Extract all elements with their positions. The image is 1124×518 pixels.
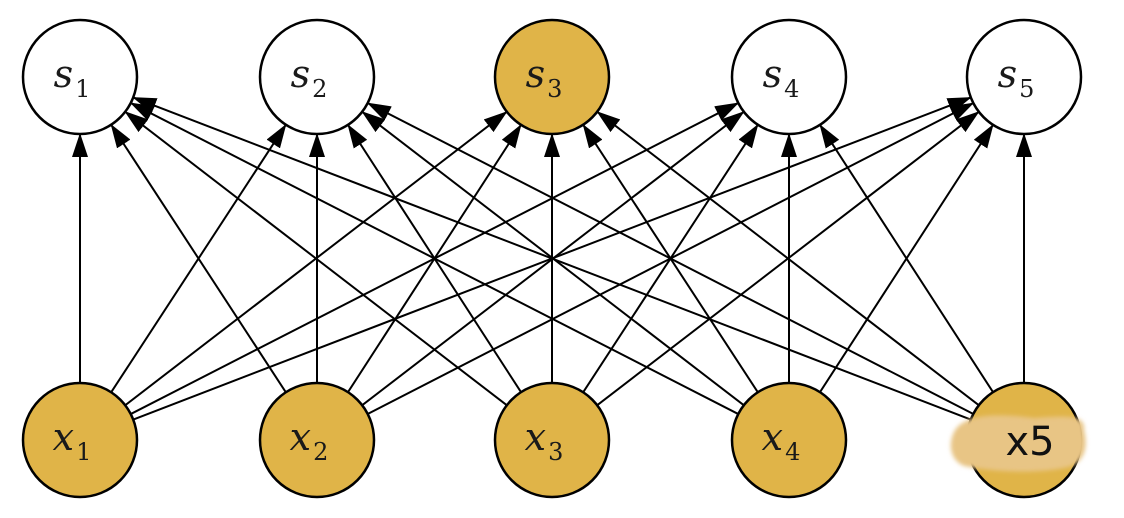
edge-x5-to-s3 (596, 111, 982, 408)
edges-layer (72, 96, 1032, 422)
edge-x1-to-s3 (122, 111, 508, 408)
edge-x2-to-s1 (110, 123, 288, 395)
edge-x3-to-s1 (124, 111, 510, 408)
node-circle-x4 (730, 381, 848, 499)
node-s3: s3 (493, 18, 611, 136)
node-x1: x1 (21, 381, 139, 499)
node-var-x3: x (525, 415, 546, 459)
node-var-s3: s (526, 52, 546, 96)
node-sub-s4: 4 (784, 75, 799, 103)
node-x2: x2 (258, 381, 376, 499)
edge-x3-to-s4 (581, 123, 759, 395)
edge-x1-to-s2 (109, 123, 287, 395)
node-label-s4: s4 (763, 52, 800, 103)
overwrite-patch-layer: x5 (950, 415, 1086, 472)
node-sub-x2: 2 (313, 438, 328, 466)
node-var-s5: s (998, 52, 1018, 96)
node-var-s1: s (54, 52, 74, 96)
edge-x3-to-s5 (594, 111, 980, 408)
overwritten-label-x5: x5 (1005, 419, 1054, 465)
node-circle-s3 (493, 18, 611, 136)
node-var-x1: x (53, 415, 74, 459)
node-circle-s5 (965, 18, 1083, 136)
node-s1: s1 (21, 18, 139, 136)
node-circle-s1 (21, 18, 139, 136)
node-s5: s5 (965, 18, 1083, 136)
node-x3: x3 (493, 381, 611, 499)
edge-x5-to-s1 (132, 96, 974, 422)
edge-x2-to-s3 (346, 124, 522, 395)
node-sub-s2: 2 (312, 75, 327, 103)
node-var-x2: x (290, 415, 311, 459)
node-label-x4: x4 (762, 415, 801, 466)
node-s2: s2 (258, 18, 376, 136)
node-sub-x1: 1 (76, 438, 91, 466)
node-sub-s1: 1 (75, 75, 90, 103)
node-circle-s4 (730, 18, 848, 136)
node-sub-x3: 3 (548, 438, 563, 466)
node-circle-x2 (258, 381, 376, 499)
node-circle-x1 (21, 381, 139, 499)
node-x4: x4 (730, 381, 848, 499)
node-label-s1: s1 (54, 52, 91, 103)
node-s4: s4 (730, 18, 848, 136)
edge-x1-to-s5 (130, 96, 972, 422)
node-label-x2: x2 (290, 415, 329, 466)
node-var-s4: s (763, 52, 783, 96)
node-label-x3: x3 (525, 415, 564, 466)
node-sub-s3: 3 (547, 75, 562, 103)
edge-x4-to-s5 (818, 124, 994, 395)
node-sub-x4: 4 (785, 438, 800, 466)
node-var-s2: s (291, 52, 311, 96)
node-label-x1: x1 (53, 415, 92, 466)
node-var-x4: x (762, 415, 783, 459)
node-label-s5: s5 (998, 52, 1035, 103)
node-label-s2: s2 (291, 52, 328, 103)
overwrite-patch (950, 415, 1086, 472)
node-circle-s2 (258, 18, 376, 136)
edge-x5-to-s4 (819, 124, 995, 395)
node-sub-s5: 5 (1019, 75, 1034, 103)
edge-x5-to-s2 (366, 102, 976, 416)
node-label-s3: s3 (526, 52, 563, 103)
node-circle-x3 (493, 381, 611, 499)
edge-x4-to-s1 (129, 102, 741, 416)
